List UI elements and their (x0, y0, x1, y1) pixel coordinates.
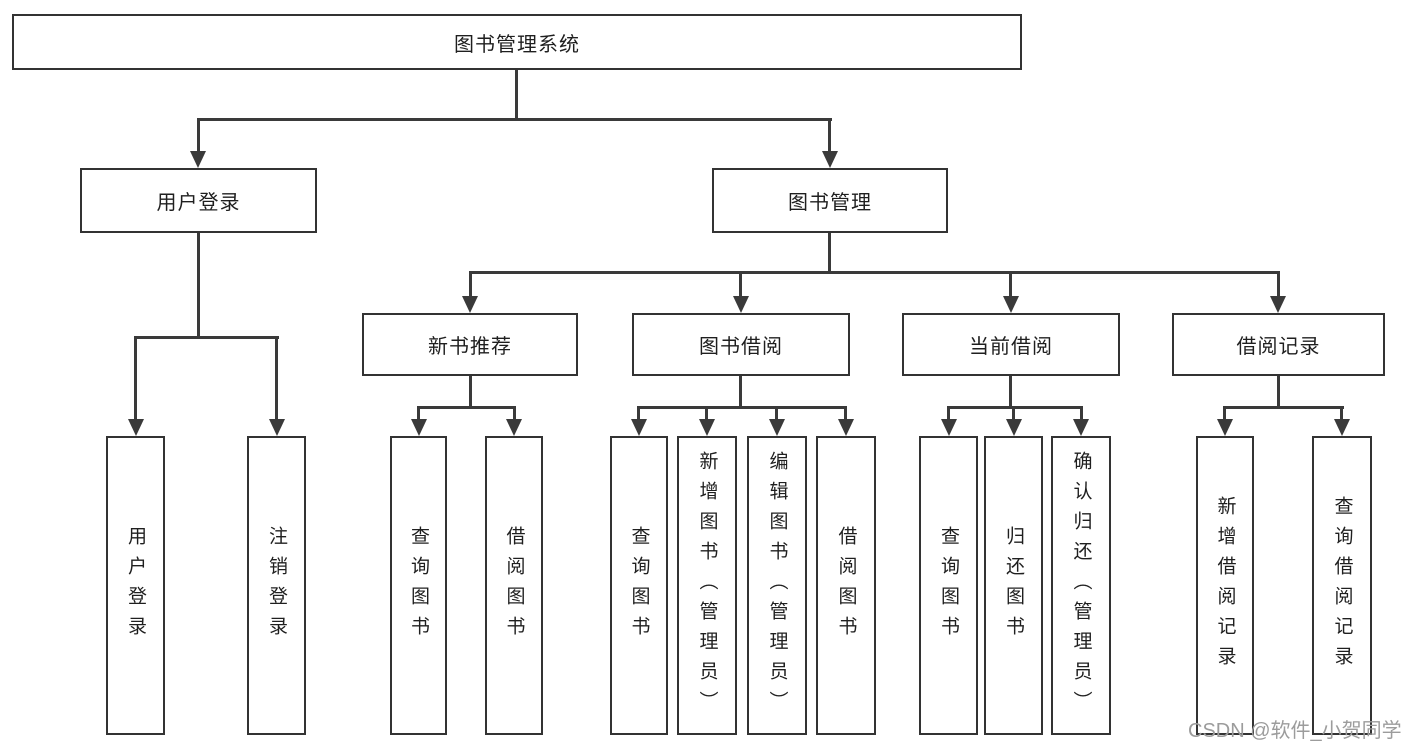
connector-stem-book-borrowing (739, 273, 742, 297)
leaf-confirm-return-admin: 确认归还（管理员） (1051, 436, 1111, 735)
connector-stem-book-management (828, 120, 831, 152)
connector-stem (705, 408, 708, 420)
arrow-down-icon (462, 296, 478, 313)
leaf-borrow-books-recommend: 借阅图书 (485, 436, 543, 735)
leaf-query-borrow-record-label: 查询借阅记录 (1331, 495, 1353, 676)
connector-stem (844, 408, 847, 420)
connector-stem-current-borrowing (1009, 273, 1012, 297)
leaf-query-books-recommend-label: 查询图书 (408, 525, 429, 646)
leaf-query-books-borrowing-label: 查询图书 (628, 525, 650, 646)
arrow-down-icon (838, 419, 854, 436)
leaf-user-login-label: 用户登录 (125, 525, 146, 646)
node-book-borrowing: 图书借阅 (632, 313, 850, 376)
node-root-label: 图书管理系统 (454, 33, 580, 56)
leaf-return-books: 归还图书 (984, 436, 1043, 735)
leaf-logout-label: 注销登录 (266, 525, 287, 646)
connector-user-login-rail (134, 336, 279, 339)
arrow-down-icon (1003, 296, 1019, 313)
arrow-down-icon (941, 419, 957, 436)
arrow-down-icon (733, 296, 749, 313)
arrow-down-icon (631, 419, 647, 436)
connector-book-borrowing-rail (637, 406, 847, 409)
arrow-down-icon (411, 419, 427, 436)
leaf-borrow-books-borrowing-label: 借阅图书 (835, 525, 857, 646)
connector-stem-new-book (469, 273, 472, 297)
leaf-confirm-return-admin-label: 确认归还（管理员） (1070, 450, 1092, 721)
connector-stem-user-login (197, 120, 200, 152)
connector-stem (637, 408, 640, 420)
leaf-add-borrow-record: 新增借阅记录 (1196, 436, 1254, 735)
arrow-down-icon (269, 419, 285, 436)
connector-stem (513, 408, 516, 420)
arrow-down-icon (822, 151, 838, 168)
connector-root-stub (515, 70, 518, 120)
node-current-borrowing-label: 当前借阅 (969, 336, 1053, 358)
node-new-book-recommend-label: 新书推荐 (428, 336, 512, 358)
leaf-borrow-books-recommend-label: 借阅图书 (503, 525, 525, 646)
leaf-query-books-recommend: 查询图书 (390, 436, 447, 735)
connector-borrowing-records-stub (1277, 376, 1280, 408)
connector-stem (947, 408, 950, 420)
arrow-down-icon (699, 419, 715, 436)
connector-stem-borrowing-records (1277, 273, 1280, 297)
arrow-down-icon (1217, 419, 1233, 436)
connector-borrowing-records-rail (1223, 406, 1344, 409)
node-user-login-label: 用户登录 (156, 192, 241, 214)
leaf-add-book-admin: 新增图书（管理员） (677, 436, 737, 735)
leaf-query-books-current-label: 查询图书 (938, 525, 959, 646)
node-borrowing-records-label: 借阅记录 (1236, 336, 1321, 358)
connector-new-book-stub (469, 376, 472, 408)
leaf-query-books-borrowing: 查询图书 (610, 436, 668, 735)
connector-current-borrowing-stub (1009, 376, 1012, 408)
arrow-down-icon (769, 419, 785, 436)
arrow-down-icon (1073, 419, 1089, 436)
arrow-down-icon (1270, 296, 1286, 313)
connector-new-book-rail (417, 406, 516, 409)
leaf-add-book-admin-label: 新增图书（管理员） (696, 450, 718, 721)
leaf-add-borrow-record-label: 新增借阅记录 (1214, 495, 1236, 676)
node-current-borrowing: 当前借阅 (902, 313, 1120, 376)
connector-stem (417, 408, 420, 420)
arrow-down-icon (128, 419, 144, 436)
leaf-edit-book-admin-label: 编辑图书（管理员） (766, 450, 788, 721)
connector-stem-leaf-logout (275, 338, 278, 420)
connector-stem (775, 408, 778, 420)
node-new-book-recommend: 新书推荐 (362, 313, 578, 376)
leaf-query-borrow-record: 查询借阅记录 (1312, 436, 1372, 735)
connector-user-login-stub (197, 233, 200, 338)
leaf-edit-book-admin: 编辑图书（管理员） (747, 436, 807, 735)
connector-stem (1080, 408, 1083, 420)
node-book-management-label: 图书管理 (788, 192, 872, 214)
connector-stem (1012, 408, 1015, 420)
connector-stem (1223, 408, 1226, 420)
arrow-down-icon (506, 419, 522, 436)
csdn-watermark: CSDN @软件_小贺同学 (1188, 720, 1402, 742)
arrow-down-icon (1006, 419, 1022, 436)
leaf-logout: 注销登录 (247, 436, 306, 735)
node-user-login: 用户登录 (80, 168, 317, 233)
connector-l3-rail (469, 271, 1280, 274)
node-borrowing-records: 借阅记录 (1172, 313, 1385, 376)
leaf-query-books-current: 查询图书 (919, 436, 978, 735)
node-book-management: 图书管理 (712, 168, 948, 233)
arrow-down-icon (1334, 419, 1350, 436)
leaf-borrow-books-borrowing: 借阅图书 (816, 436, 876, 735)
connector-l2-rail (197, 118, 832, 121)
connector-current-borrowing-rail (947, 406, 1083, 409)
connector-book-borrowing-stub (739, 376, 742, 408)
arrow-down-icon (190, 151, 206, 168)
node-book-borrowing-label: 图书借阅 (699, 336, 783, 358)
leaf-user-login: 用户登录 (106, 436, 165, 735)
connector-stem (1340, 408, 1343, 420)
connector-stem-leaf-user-login (134, 338, 137, 420)
connector-book-management-stub (828, 233, 831, 273)
leaf-return-books-label: 归还图书 (1003, 525, 1024, 646)
node-root: 图书管理系统 (12, 14, 1022, 70)
